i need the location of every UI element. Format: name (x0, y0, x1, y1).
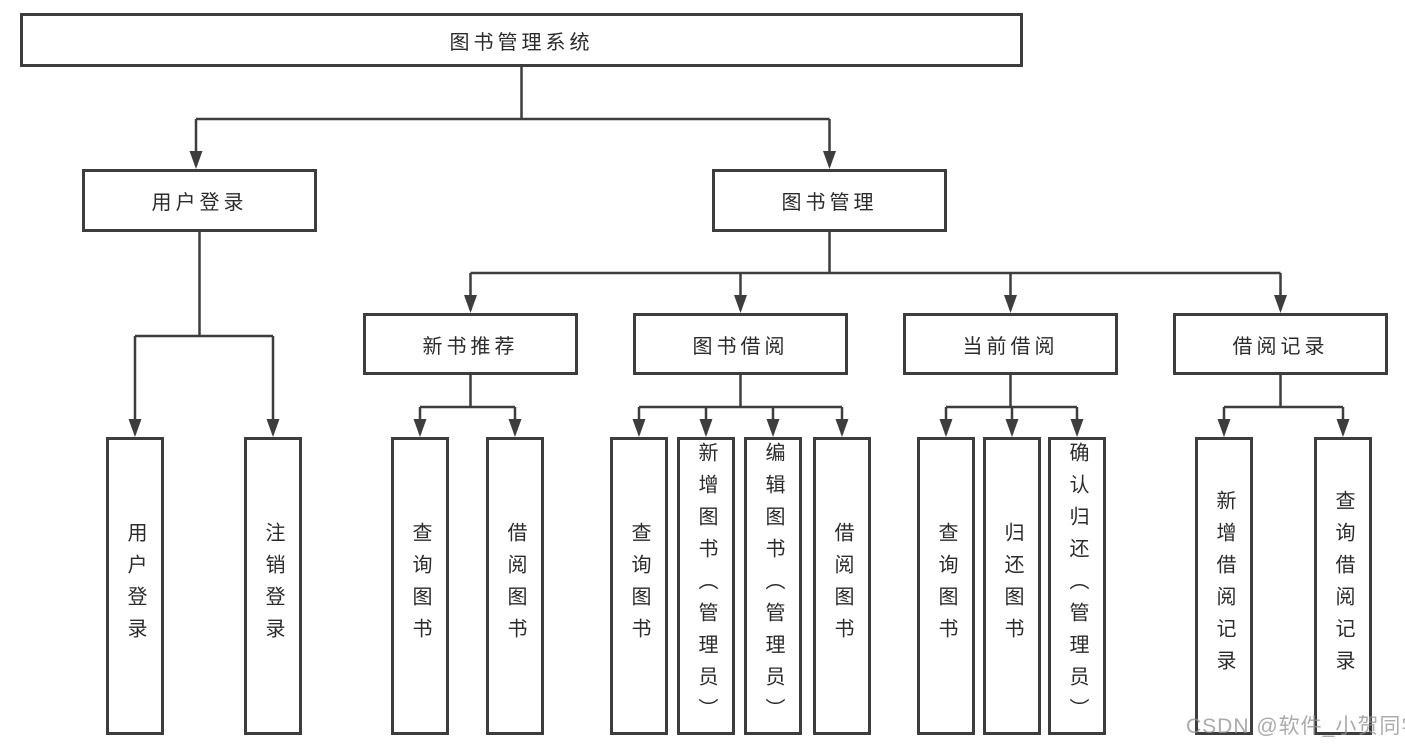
arrowheads (128, 151, 1350, 437)
leaf-query-books-recommend: 查询图书 (391, 437, 449, 735)
arrowhead (128, 419, 142, 437)
node-user-login: 用户登录 (82, 169, 317, 232)
csdn-watermark: CSDN @软件_小贺同学 (1186, 715, 1405, 738)
arrowhead (766, 419, 780, 437)
arrowhead (1336, 419, 1350, 437)
leaf-borrow-books-recommend: 借阅图书 (486, 437, 544, 735)
node-label: 用户登录 (124, 522, 146, 650)
leaf-query-books-current: 查询图书 (917, 437, 975, 735)
leaf-logout: 注销登录 (244, 437, 302, 735)
node-label: 用户登录 (151, 192, 248, 214)
connector-login-to-leaves (133, 232, 275, 434)
node-book-borrow: 图书借阅 (633, 313, 848, 375)
leaf-query-borrow-record: 查询借阅记录 (1314, 437, 1372, 735)
leaf-add-borrow-record: 新增借阅记录 (1195, 437, 1253, 735)
leaf-edit-book-admin: 编辑图书（管理员） (744, 437, 802, 735)
node-label: 查询图书 (628, 522, 650, 650)
node-label: 注销登录 (262, 522, 284, 650)
node-label: 查询借阅记录 (1332, 490, 1354, 682)
arrowhead (939, 419, 953, 437)
connector-borrow-to-leaves (637, 375, 844, 434)
node-label: 编辑图书（管理员） (762, 442, 784, 730)
arrowhead (266, 419, 280, 437)
node-label: 确认归还（管理员） (1066, 442, 1088, 730)
connector-management-to-level3 (469, 232, 1282, 310)
node-current-borrow: 当前借阅 (903, 313, 1118, 375)
connector-root-to-level2 (194, 67, 831, 166)
leaf-user-login: 用户登录 (106, 437, 164, 735)
leaf-query-books-borrow: 查询图书 (610, 437, 668, 735)
connector-records-to-leaves (1222, 375, 1345, 434)
arrowhead (1274, 295, 1287, 313)
node-label: 查询图书 (409, 522, 431, 650)
node-book-management: 图书管理 (712, 169, 947, 232)
node-new-book-recommend: 新书推荐 (363, 313, 578, 375)
arrowhead (1070, 419, 1084, 437)
node-label: 图书管理 (781, 192, 878, 214)
arrowhead (699, 419, 713, 437)
arrowhead (189, 151, 203, 169)
node-label: 图书借阅 (692, 335, 789, 358)
leaf-return-book: 归还图书 (983, 437, 1041, 735)
arrowhead (1217, 419, 1231, 437)
node-label: 查询图书 (935, 522, 957, 650)
node-label: 借阅图书 (504, 522, 526, 650)
arrowhead (734, 295, 747, 313)
leaf-confirm-return-admin: 确认归还（管理员） (1048, 437, 1106, 735)
node-label: 图书管理系统 (449, 31, 594, 54)
node-label: 新增图书（管理员） (695, 442, 717, 730)
arrowhead (508, 419, 522, 437)
node-label: 当前借阅 (962, 335, 1059, 358)
node-label: 归还图书 (1001, 522, 1023, 650)
arrowhead (464, 295, 477, 313)
arrowhead (632, 419, 646, 437)
connector-lines (133, 67, 1345, 434)
node-label: 新书推荐 (422, 335, 519, 358)
connector-recommend-to-leaves (418, 375, 517, 434)
node-library-management-system: 图书管理系统 (20, 13, 1023, 67)
arrowhead (823, 151, 836, 169)
node-label: 借阅记录 (1232, 335, 1329, 358)
node-label: 新增借阅记录 (1213, 490, 1235, 682)
leaf-add-book-admin: 新增图书（管理员） (677, 437, 735, 735)
arrowhead (413, 419, 427, 437)
leaf-borrow-books: 借阅图书 (813, 437, 871, 735)
node-borrow-records: 借阅记录 (1173, 313, 1388, 375)
arrowhead (1004, 295, 1017, 313)
arrowhead (1005, 419, 1019, 437)
node-label: 借阅图书 (831, 522, 853, 650)
arrowhead (835, 419, 849, 437)
